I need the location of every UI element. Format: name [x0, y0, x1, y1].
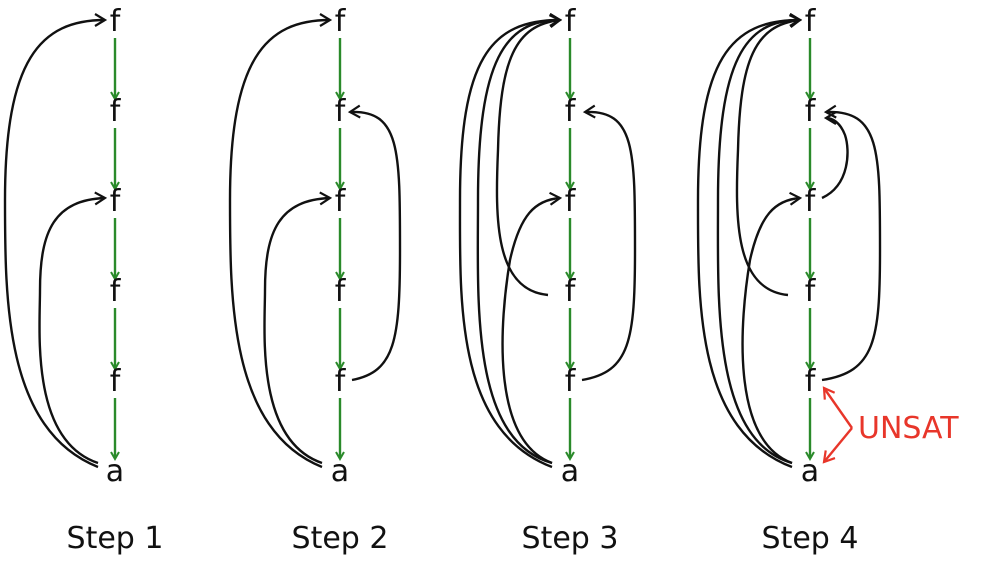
term-node: f	[110, 364, 122, 399]
equality-arc	[495, 14, 563, 297]
term-node: f	[565, 274, 577, 309]
unsat-label: UNSAT	[858, 411, 959, 446]
equality-arc	[476, 13, 563, 465]
term-node: f	[335, 364, 347, 399]
term-node: f	[110, 94, 122, 129]
term-node: f	[565, 4, 577, 39]
term-node: f	[110, 4, 122, 39]
unsat-arrow	[822, 386, 853, 429]
term-node: f	[335, 94, 347, 129]
step-caption: Step 2	[292, 521, 389, 556]
term-node: f	[565, 184, 577, 219]
equality-arc	[821, 104, 882, 382]
term-node: f	[335, 274, 347, 309]
equality-arc	[696, 13, 803, 469]
term-node: f	[805, 184, 817, 219]
equality-arc	[38, 191, 108, 465]
term-node: f	[335, 4, 347, 39]
equality-arc	[3, 13, 108, 469]
equality-arc	[501, 191, 563, 465]
term-node: f	[805, 274, 817, 309]
term-node: f	[565, 364, 577, 399]
equality-arc	[347, 104, 402, 382]
equality-arc	[735, 14, 803, 297]
term-node: a	[801, 454, 819, 489]
equality-arc	[263, 191, 333, 465]
equality-arc	[458, 13, 563, 469]
equality-arc	[581, 104, 637, 382]
term-node: a	[331, 454, 349, 489]
unsat-annotation: UNSAT	[822, 386, 959, 464]
equality-arc	[741, 191, 803, 465]
term-node: f	[565, 94, 577, 129]
term-node: f	[110, 274, 122, 309]
term-node: f	[805, 4, 817, 39]
term-node: f	[805, 364, 817, 399]
step-caption: Step 4	[762, 521, 859, 556]
term-node: f	[110, 184, 122, 219]
step-caption: Step 3	[522, 521, 619, 556]
step-caption: Step 1	[67, 521, 164, 556]
term-node: f	[805, 94, 817, 129]
equality-arc	[821, 111, 849, 200]
equality-arc	[716, 13, 803, 465]
term-node: f	[335, 184, 347, 219]
term-node: a	[561, 454, 579, 489]
unsat-arrow	[822, 427, 853, 464]
equality-arc	[228, 13, 333, 469]
term-node: a	[106, 454, 124, 489]
